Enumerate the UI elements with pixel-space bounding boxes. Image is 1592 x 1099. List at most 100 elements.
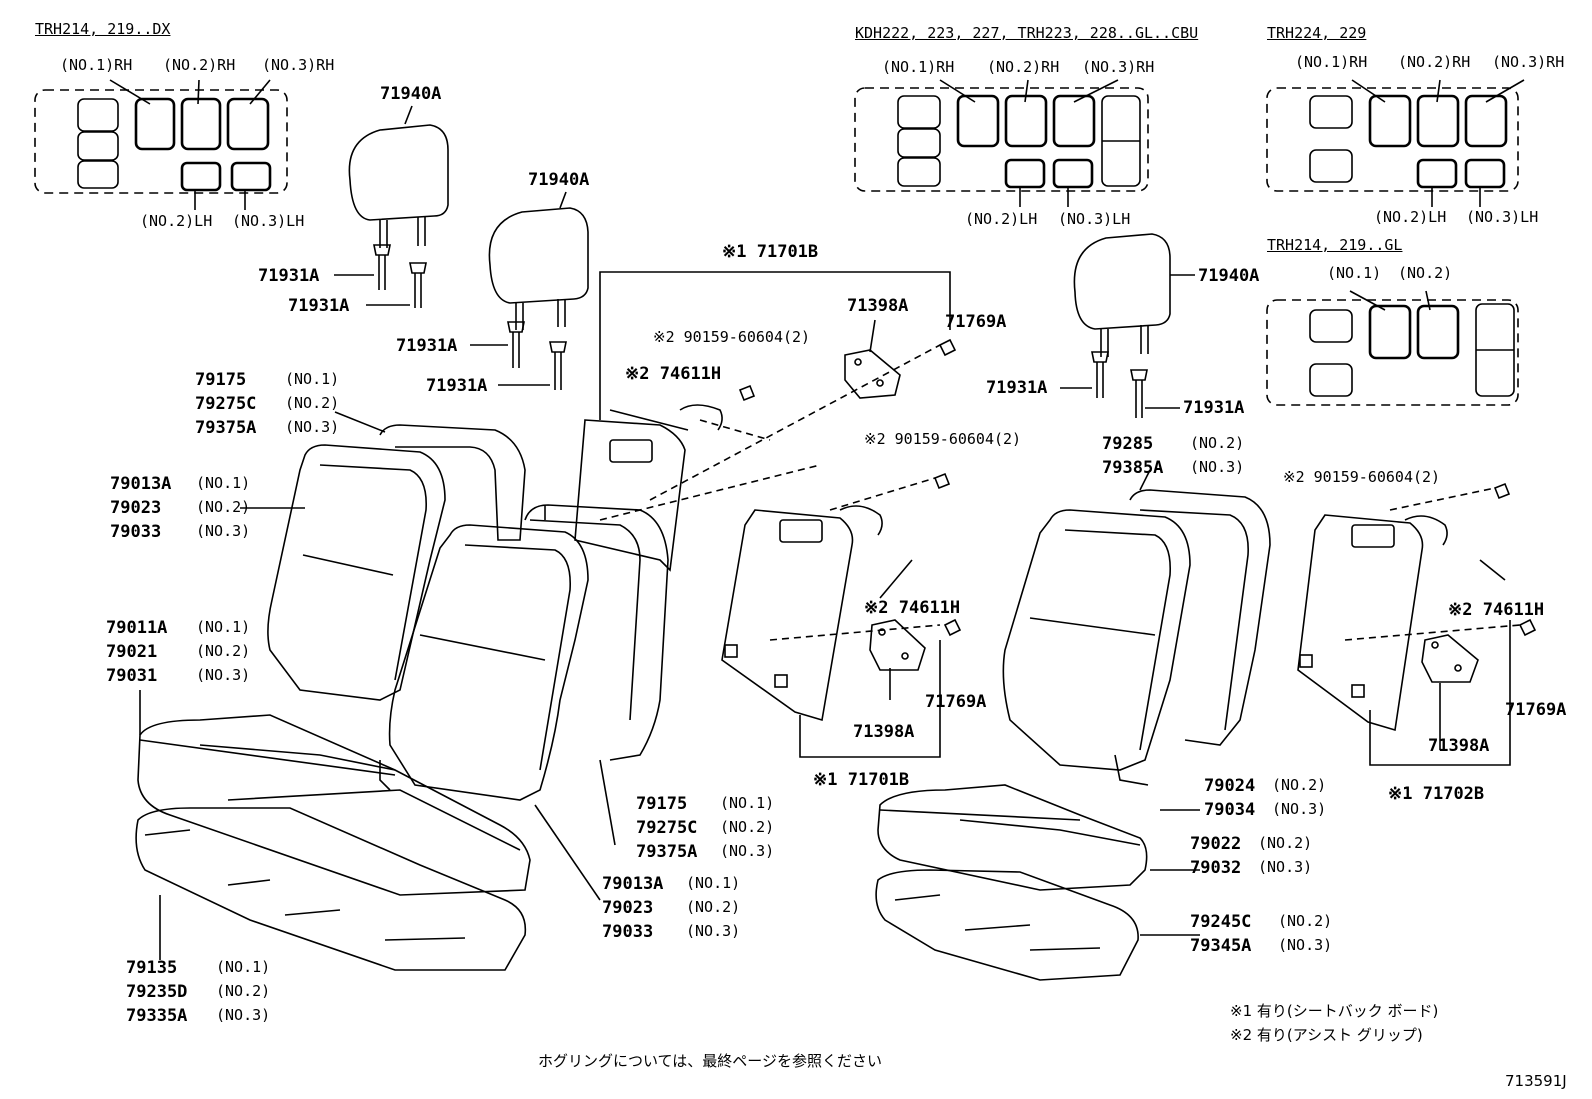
pn-back-pad-3: 79033 <box>110 522 162 542</box>
pn-headrest-3: 71940A <box>1198 266 1260 286</box>
pos-rh-cushion-pad-3: (NO.3) <box>1258 858 1313 876</box>
pn-screw-top-num: 90159-60604(2) <box>683 328 811 346</box>
note-2: ※2 有り(アシスト グリップ) <box>1230 1026 1423 1044</box>
seat-back-right <box>1002 489 1271 786</box>
pn-center-cover-2: 79275C <box>636 818 698 838</box>
inset-dx-no2lh: (NO.2)LH <box>140 212 213 230</box>
seat-cushion-right <box>875 784 1148 981</box>
pn-rh-cover-2: 79285 <box>1102 434 1154 454</box>
inset-trh224-no3rh: (NO.3)RH <box>1492 53 1565 71</box>
pn-support-6: 71931A <box>1183 398 1245 418</box>
pn-support-2: 71931A <box>288 296 350 316</box>
inset-gl-no1: (NO.1) <box>1327 264 1382 282</box>
pn-headrest-1: 71940A <box>380 84 442 104</box>
inset-dx <box>34 79 288 210</box>
pn-cushion-1: 79135 <box>126 958 178 978</box>
pn-back-board-right: ※1 71702B <box>1388 786 1484 803</box>
pn-screw-right: ※2 90159-60604(2) <box>1283 470 1440 485</box>
pos-center-cover-3: (NO.3) <box>720 842 775 860</box>
header-cbu: KDH222, 223, 227, TRH223, 228..GL..CBU <box>855 24 1199 42</box>
pn-back-assy-1: 79011A <box>106 618 168 638</box>
pos-center-pad-1: (NO.1) <box>686 874 741 892</box>
pos-rh-back-2: (NO.2) <box>1272 776 1327 794</box>
pn-hinge-mid: 71398A <box>853 722 915 742</box>
inset-trh224-no3lh: (NO.3)LH <box>1466 208 1539 226</box>
pn-back-assy-2: 79021 <box>106 642 158 662</box>
pn-back-board-mid: ※1 71701B <box>813 772 909 789</box>
pn-grip-right: ※2 74611H <box>1448 602 1544 619</box>
pos-rh-cushion-2: (NO.2) <box>1278 912 1333 930</box>
pos-center-pad-3: (NO.3) <box>686 922 741 940</box>
inset-trh224-no1rh: (NO.1)RH <box>1295 53 1368 71</box>
inset-cbu-no3rh: (NO.3)RH <box>1082 58 1155 76</box>
inset-dx-no1rh: (NO.1)RH <box>60 56 133 74</box>
pn-back-cover-2: 79275C <box>195 394 257 414</box>
inset-trh224 <box>1266 79 1525 207</box>
mark-2: ※2 <box>864 430 886 448</box>
pn-grip-top: ※2 74611H <box>625 366 721 383</box>
header-dx: TRH214, 219..DX <box>35 20 171 38</box>
pn-rh-cushion-2: 79245C <box>1190 912 1252 932</box>
pn-center-pad-2: 79023 <box>602 898 654 918</box>
pn-back-cover-1: 79175 <box>195 370 247 390</box>
pos-back-assy-2: (NO.2) <box>196 642 251 660</box>
inset-dx-no3rh: (NO.3)RH <box>262 56 335 74</box>
pn-grip-mid: ※2 74611H <box>864 600 960 617</box>
pn-support-3: 71931A <box>396 336 458 356</box>
pos-rh-cover-3: (NO.3) <box>1190 458 1245 476</box>
pn-headrest-2: 71940A <box>528 170 590 190</box>
pos-back-pad-2: (NO.2) <box>196 498 251 516</box>
header-trh224: TRH224, 229 <box>1267 24 1367 42</box>
back-board-left <box>574 404 883 722</box>
mark-2: ※2 <box>1448 600 1473 620</box>
pn-center-pad-3: 79033 <box>602 922 654 942</box>
leader-lines <box>139 319 1506 960</box>
pn-back-board-right-num: 71702B <box>1422 784 1485 804</box>
pn-support-5: 71931A <box>986 378 1048 398</box>
pn-back-pad-1: 79013A <box>110 474 172 494</box>
pn-support-1: 71931A <box>258 266 320 286</box>
pn-support-4: 71931A <box>426 376 488 396</box>
headrest-left-1 <box>348 105 449 248</box>
back-board-right <box>1297 514 1448 732</box>
pn-rh-cushion-3: 79345A <box>1190 936 1252 956</box>
pos-cushion-3: (NO.3) <box>216 1006 271 1024</box>
brackets <box>599 271 1511 766</box>
footer-note: ホグリングについては、最終ページを参照ください <box>538 1052 882 1070</box>
inset-trh224-no2lh: (NO.2)LH <box>1374 208 1447 226</box>
pn-clip-right: 71769A <box>1505 700 1567 720</box>
inset-cbu-no3lh: (NO.3)LH <box>1058 210 1131 228</box>
clips-screws <box>738 338 1537 637</box>
pn-screw-mid-num: 90159-60604(2) <box>894 430 1022 448</box>
pn-back-board-top: ※1 71701B <box>722 244 818 261</box>
headrest-left-2 <box>488 191 589 330</box>
inset-dx-no2rh: (NO.2)RH <box>163 56 236 74</box>
pn-cushion-3: 79335A <box>126 1006 188 1026</box>
inset-gl-no2: (NO.2) <box>1398 264 1453 282</box>
pos-center-cover-1: (NO.1) <box>720 794 775 812</box>
mark-2: ※2 <box>1283 468 1305 486</box>
pos-cushion-2: (NO.2) <box>216 982 271 1000</box>
pn-back-board-top-num: 71701B <box>756 242 819 262</box>
pos-rh-back-3: (NO.3) <box>1272 800 1327 818</box>
inset-cbu-no1rh: (NO.1)RH <box>882 58 955 76</box>
pn-rh-cushion-pad-2: 79022 <box>1190 834 1242 854</box>
mark-2: ※2 <box>625 364 650 384</box>
mark-2: ※2 <box>864 598 889 618</box>
pos-rh-cover-2: (NO.2) <box>1190 434 1245 452</box>
pn-grip-top-num: 74611H <box>659 364 722 384</box>
pn-grip-mid-num: 74611H <box>898 598 961 618</box>
seat-cushion-left <box>135 714 531 971</box>
pos-center-pad-2: (NO.2) <box>686 898 741 916</box>
note-1: ※1 有り(シートバック ボード) <box>1230 1002 1439 1020</box>
mark-1: ※1 <box>1388 784 1413 804</box>
pos-back-assy-3: (NO.3) <box>196 666 251 684</box>
inset-gl <box>1266 290 1519 406</box>
pn-back-pad-2: 79023 <box>110 498 162 518</box>
pos-back-cover-1: (NO.1) <box>285 370 340 388</box>
pn-center-pad-1: 79013A <box>602 874 664 894</box>
headrest-supports <box>334 244 1180 418</box>
pn-screw-top: ※2 90159-60604(2) <box>653 330 810 345</box>
